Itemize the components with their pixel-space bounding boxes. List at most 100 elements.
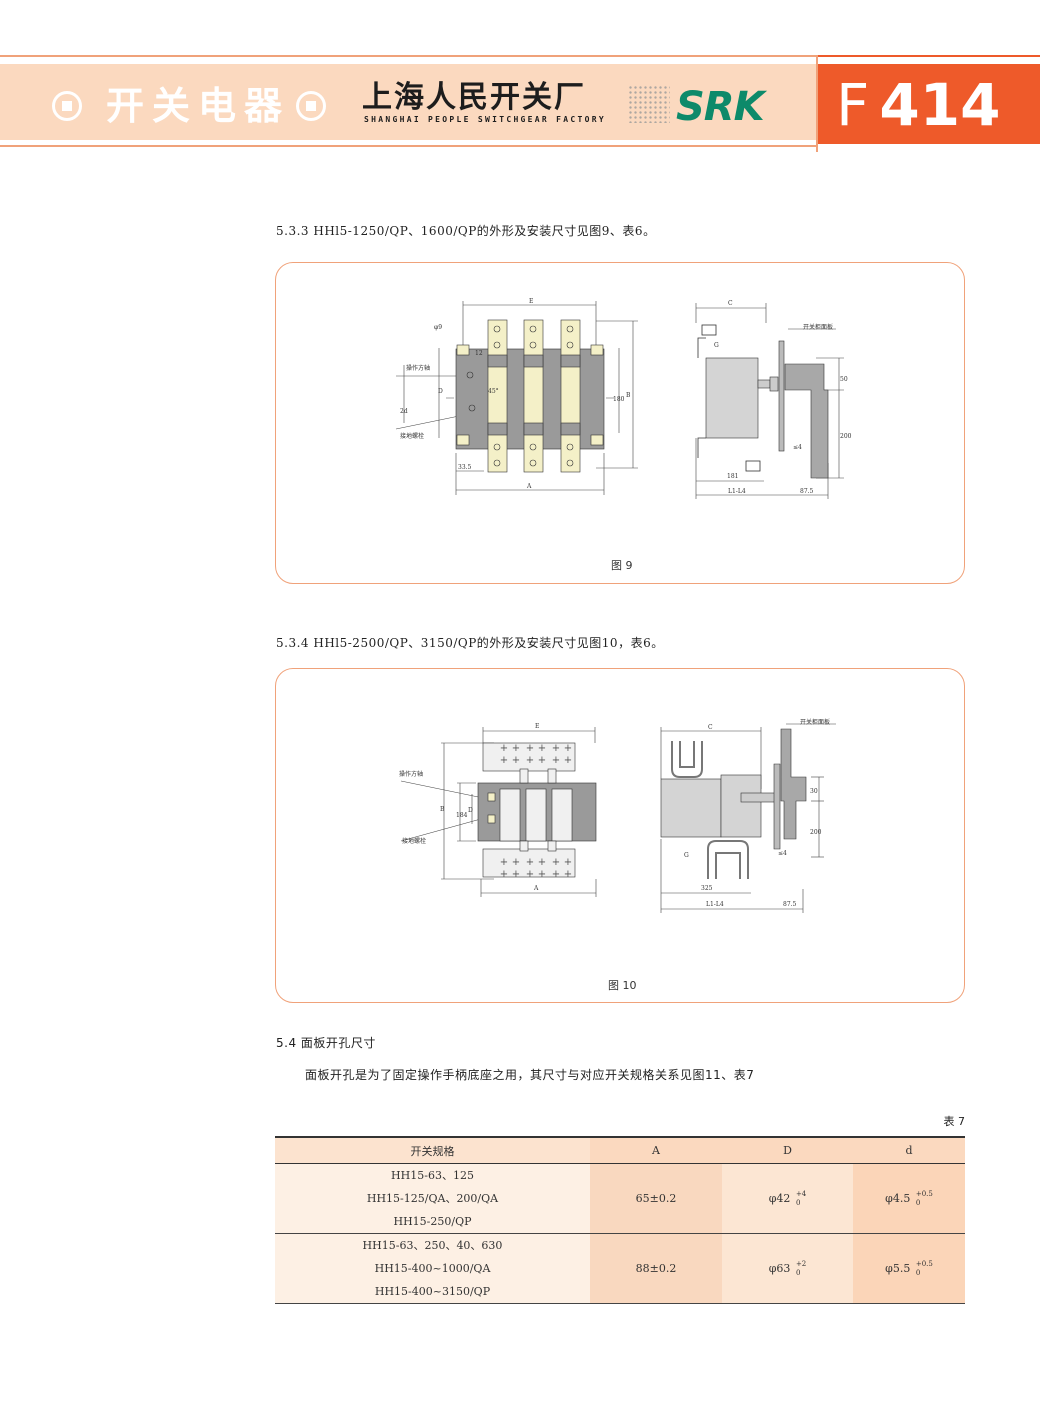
fig9-dim-D: D	[438, 388, 443, 395]
value-d-base: φ5.5	[885, 1261, 911, 1275]
svg-text:+: +	[500, 869, 508, 880]
svg-text:+: +	[512, 755, 520, 766]
page-code-box	[818, 64, 1040, 144]
svg-text:+: +	[526, 743, 534, 754]
tol-lower: 0	[915, 1268, 921, 1277]
value-D-base: φ42	[768, 1191, 791, 1205]
svg-text:+: +	[512, 869, 520, 880]
spec-line: HH15-400~1000/QA	[374, 1262, 491, 1275]
fig9-dim-L: L1-L4	[728, 488, 746, 495]
figure10-label: 图 10	[608, 979, 637, 992]
fig9-dim-33-5: 33.5	[458, 464, 472, 471]
fig10-dim-L: L1-L4	[706, 901, 724, 908]
figure10-drawing: ++++++ ++++++ ++++++ ++++++ E A B 184 D …	[399, 718, 836, 913]
fig9-dim-B: B	[626, 392, 631, 399]
svg-text:+: +	[552, 743, 560, 754]
fig10-dim-D: D	[468, 807, 473, 814]
factory-name-en: SHANGHAI PEOPLE SWITCHGEAR FACTORY	[364, 115, 606, 124]
section-54-text: 面板开孔是为了固定操作手柄底座之用，其尺寸与对应开关规格关系见图11、表7	[305, 1068, 755, 1082]
fig9-dim-87-5: 87.5	[800, 488, 814, 495]
fig10-dim-G: G	[684, 852, 689, 859]
value-D-base: φ63	[768, 1261, 791, 1275]
spec-cell: HH15-63、125 HH15-125/QA、200/QA HH15-250/…	[275, 1163, 590, 1234]
spec-line: HH15-125/QA、200/QA	[366, 1192, 499, 1205]
svg-text:+: +	[500, 755, 508, 766]
logo-dots-icon	[628, 85, 670, 123]
value-A: 65±0.2	[590, 1163, 722, 1234]
table-row: HH15-63、250、40、630 HH15-400~1000/QA HH15…	[275, 1233, 965, 1304]
value-A: 88±0.2	[590, 1233, 722, 1304]
fig10-dim-C: C	[708, 724, 713, 731]
col-header-spec: 开关规格	[275, 1136, 590, 1164]
header-band	[0, 64, 818, 140]
tol-lower: 0	[795, 1268, 801, 1277]
fig9-dim-C: C	[728, 300, 733, 307]
fig10-dim-184: 184	[456, 812, 468, 819]
svg-text:+: +	[552, 755, 560, 766]
svg-text:+: +	[552, 857, 560, 868]
figure10-panel: ++++++ ++++++ ++++++ ++++++ E A B 184 D …	[275, 668, 965, 1003]
table-row: HH15-63、125 HH15-125/QA、200/QA HH15-250/…	[275, 1163, 965, 1234]
fig9-dim-50: 50	[840, 376, 848, 383]
svg-text:+: +	[526, 869, 534, 880]
svg-text:+: +	[538, 857, 546, 868]
figure9-drawing: E A φ9 12 D 2d 180 B 33.5 45° 操作方轴 接地螺栓	[395, 298, 852, 499]
fig10-dim-325: 325	[701, 885, 713, 892]
table7: 开关规格 A D d HH15-63、125 HH15-125/QA、200/Q…	[275, 1136, 965, 1304]
fig9-dim-12: 12	[475, 350, 483, 357]
svg-text:+: +	[564, 869, 572, 880]
value-d-base: φ4.5	[885, 1191, 911, 1205]
table-header-row: 开关规格 A D d	[275, 1136, 965, 1164]
svg-text:+: +	[512, 743, 520, 754]
col-header-A: A	[590, 1136, 722, 1164]
svg-text:+: +	[564, 755, 572, 766]
tol-upper: +0.5	[915, 1259, 933, 1268]
spec-line: HH15-63、125	[391, 1169, 474, 1182]
fig9-dim-180: 180	[613, 396, 625, 403]
fig9-dim-2d: 2d	[400, 408, 408, 415]
col-header-D: D	[722, 1136, 853, 1164]
fig10-dim-E: E	[535, 723, 539, 730]
fig10-label-panel: 开关柜面板	[800, 718, 830, 726]
fig10-dim-87-5: 87.5	[783, 901, 797, 908]
tol-upper: +4	[795, 1189, 807, 1198]
svg-text:+: +	[512, 857, 520, 868]
page-number: 414	[879, 71, 1001, 139]
fig10-dim-30: 30	[810, 788, 818, 795]
svg-text:+: +	[500, 857, 508, 868]
tol-upper: +0.5	[915, 1189, 933, 1198]
header-top-rule	[0, 55, 818, 57]
header-title: 开关电器	[106, 84, 291, 128]
svg-text:+: +	[538, 755, 546, 766]
svg-text:+: +	[526, 857, 534, 868]
table7-caption: 表 7	[943, 1115, 966, 1128]
fig10-label-ground: 接地螺栓	[402, 837, 426, 845]
header-bottom-rule	[0, 145, 818, 147]
figure9-panel: E A φ9 12 D 2d 180 B 33.5 45° 操作方轴 接地螺栓	[275, 262, 965, 584]
fig9-label-shaft: 操作方轴	[406, 364, 430, 372]
bullet-circle-icon	[52, 91, 82, 121]
spec-cell: HH15-63、250、40、630 HH15-400~1000/QA HH15…	[275, 1233, 590, 1304]
fig10-dim-le4: ≤4	[778, 850, 787, 857]
brand-logo: SRK	[676, 84, 765, 130]
fig10-dim-200: 200	[810, 829, 822, 836]
fig10-label-shaft: 操作方轴	[399, 770, 423, 778]
fig9-label-panel: 开关柜面板	[803, 323, 833, 331]
svg-text:+: +	[538, 869, 546, 880]
fig9-dim-A: A	[526, 483, 532, 490]
figure9-label: 图 9	[611, 559, 633, 572]
fig9-dim-181: 181	[727, 473, 738, 480]
svg-text:+: +	[538, 743, 546, 754]
fig9-dim-phi9: φ9	[434, 324, 442, 331]
fig10-dim-B: B	[440, 806, 445, 813]
fig9-dim-E: E	[529, 298, 533, 305]
fig9-label-ground: 接地螺栓	[400, 432, 424, 440]
